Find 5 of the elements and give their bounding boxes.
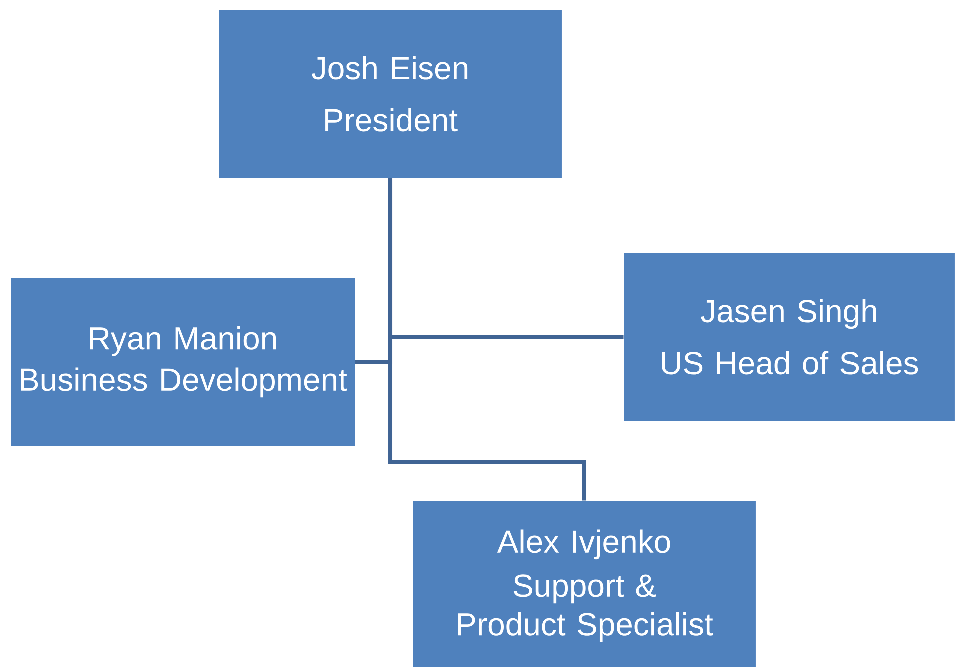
connector-line	[388, 178, 586, 501]
org-box: Ryan Manion Business Development	[11, 278, 355, 446]
org-box: Josh Eisen President	[219, 10, 562, 178]
org-box: Jasen Singh US Head of Sales	[624, 253, 955, 421]
org-box: Alex Ivjenko Support & Product Specialist	[413, 501, 756, 667]
